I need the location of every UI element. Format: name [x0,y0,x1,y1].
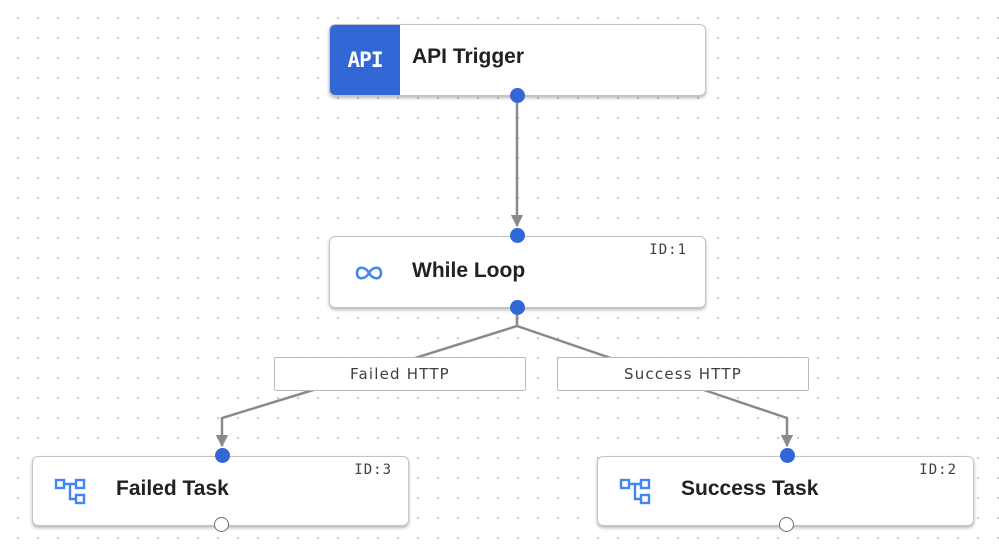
output-port[interactable] [214,517,229,532]
success-task-node[interactable]: Success Task ID:2 [597,456,974,526]
output-port[interactable] [779,517,794,532]
node-id-label: ID:2 [919,462,957,478]
loop-icon [355,266,383,280]
edge-loop-to-failed-task[interactable] [215,308,519,448]
task-icon [54,478,86,505]
output-port[interactable] [510,300,525,315]
while-loop-title: While Loop [412,259,526,282]
api-badge: API [330,25,400,95]
node-id-label: ID:3 [354,462,392,478]
node-id-label: ID:1 [649,242,687,258]
failed-task-node[interactable]: Failed Task ID:3 [32,456,409,526]
task-icon [619,478,651,505]
output-port[interactable] [510,88,525,103]
input-port[interactable] [510,228,525,243]
success-task-title: Success Task [681,477,819,500]
input-port[interactable] [215,448,230,463]
while-loop-node[interactable]: While Loop ID:1 [329,236,706,308]
api-trigger-title: API Trigger [412,45,525,68]
api-trigger-node[interactable]: API API Trigger [329,24,706,96]
edge-label-success-http[interactable]: Success HTTP [557,357,809,391]
failed-task-title: Failed Task [116,477,229,500]
edge-label-failed-http[interactable]: Failed HTTP [274,357,526,391]
input-port[interactable] [780,448,795,463]
